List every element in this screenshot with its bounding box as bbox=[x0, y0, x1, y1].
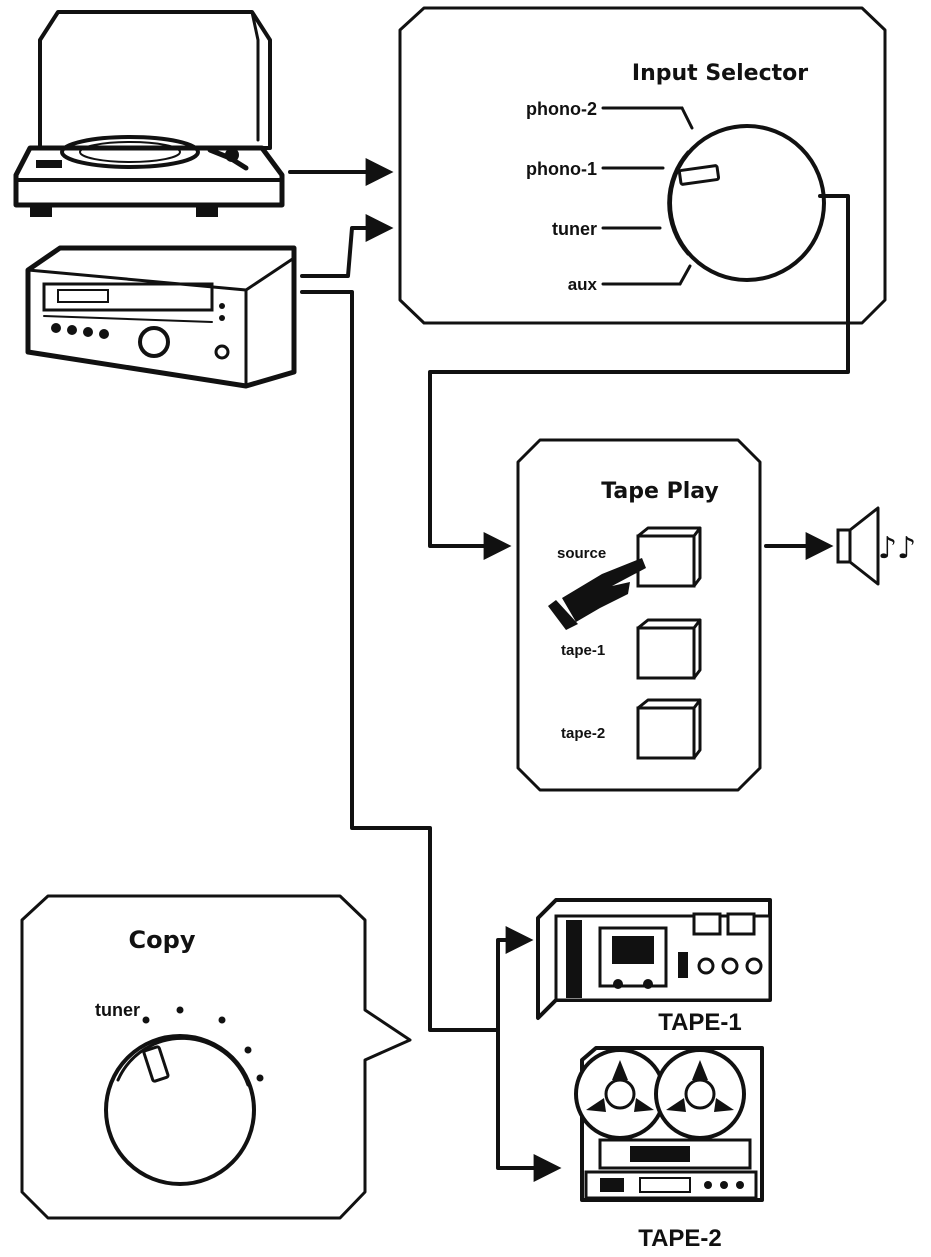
tape-1-label: tape-1 bbox=[561, 642, 605, 659]
copy-knob[interactable] bbox=[104, 1034, 256, 1186]
selector-label-phono-2: phono-2 bbox=[526, 99, 597, 119]
input-selector-knob[interactable] bbox=[667, 124, 826, 282]
copy-label-tuner: tuner bbox=[95, 1000, 140, 1020]
signal-lines bbox=[288, 158, 850, 1182]
turntable-icon bbox=[13, 10, 285, 217]
selector-label-aux: aux bbox=[568, 275, 598, 294]
tape-2-deck-label: TAPE-2 bbox=[638, 1225, 722, 1252]
tape-play-title: Tape Play bbox=[601, 479, 719, 504]
tape-play-panel: Tape Play source tape-1 tape-2 bbox=[516, 438, 762, 792]
tape-2-button[interactable] bbox=[636, 698, 702, 760]
speaker-icon bbox=[836, 506, 880, 586]
tuner-icon bbox=[25, 245, 297, 389]
source-button[interactable] bbox=[636, 526, 702, 588]
reel-to-reel-deck-icon bbox=[574, 1046, 764, 1202]
tape-1-deck-label: TAPE-1 bbox=[658, 1009, 742, 1036]
source-label: source bbox=[557, 545, 606, 562]
tape-1-button[interactable] bbox=[636, 618, 702, 680]
music-notes-icon: ♪♪ bbox=[878, 531, 916, 566]
selector-label-phono-1: phono-1 bbox=[526, 159, 597, 179]
copy-title: Copy bbox=[129, 926, 196, 954]
input-selector-panel: Input Selector phono-2 phono-1 tuner aux bbox=[398, 6, 887, 325]
selector-label-tuner: tuner bbox=[552, 219, 597, 239]
copy-panel: Copy tuner bbox=[20, 894, 412, 1220]
cassette-deck-icon bbox=[536, 898, 772, 1020]
input-selector-title: Input Selector bbox=[632, 61, 808, 86]
pointing-hand-icon bbox=[548, 558, 646, 630]
tape-2-label: tape-2 bbox=[561, 725, 605, 742]
